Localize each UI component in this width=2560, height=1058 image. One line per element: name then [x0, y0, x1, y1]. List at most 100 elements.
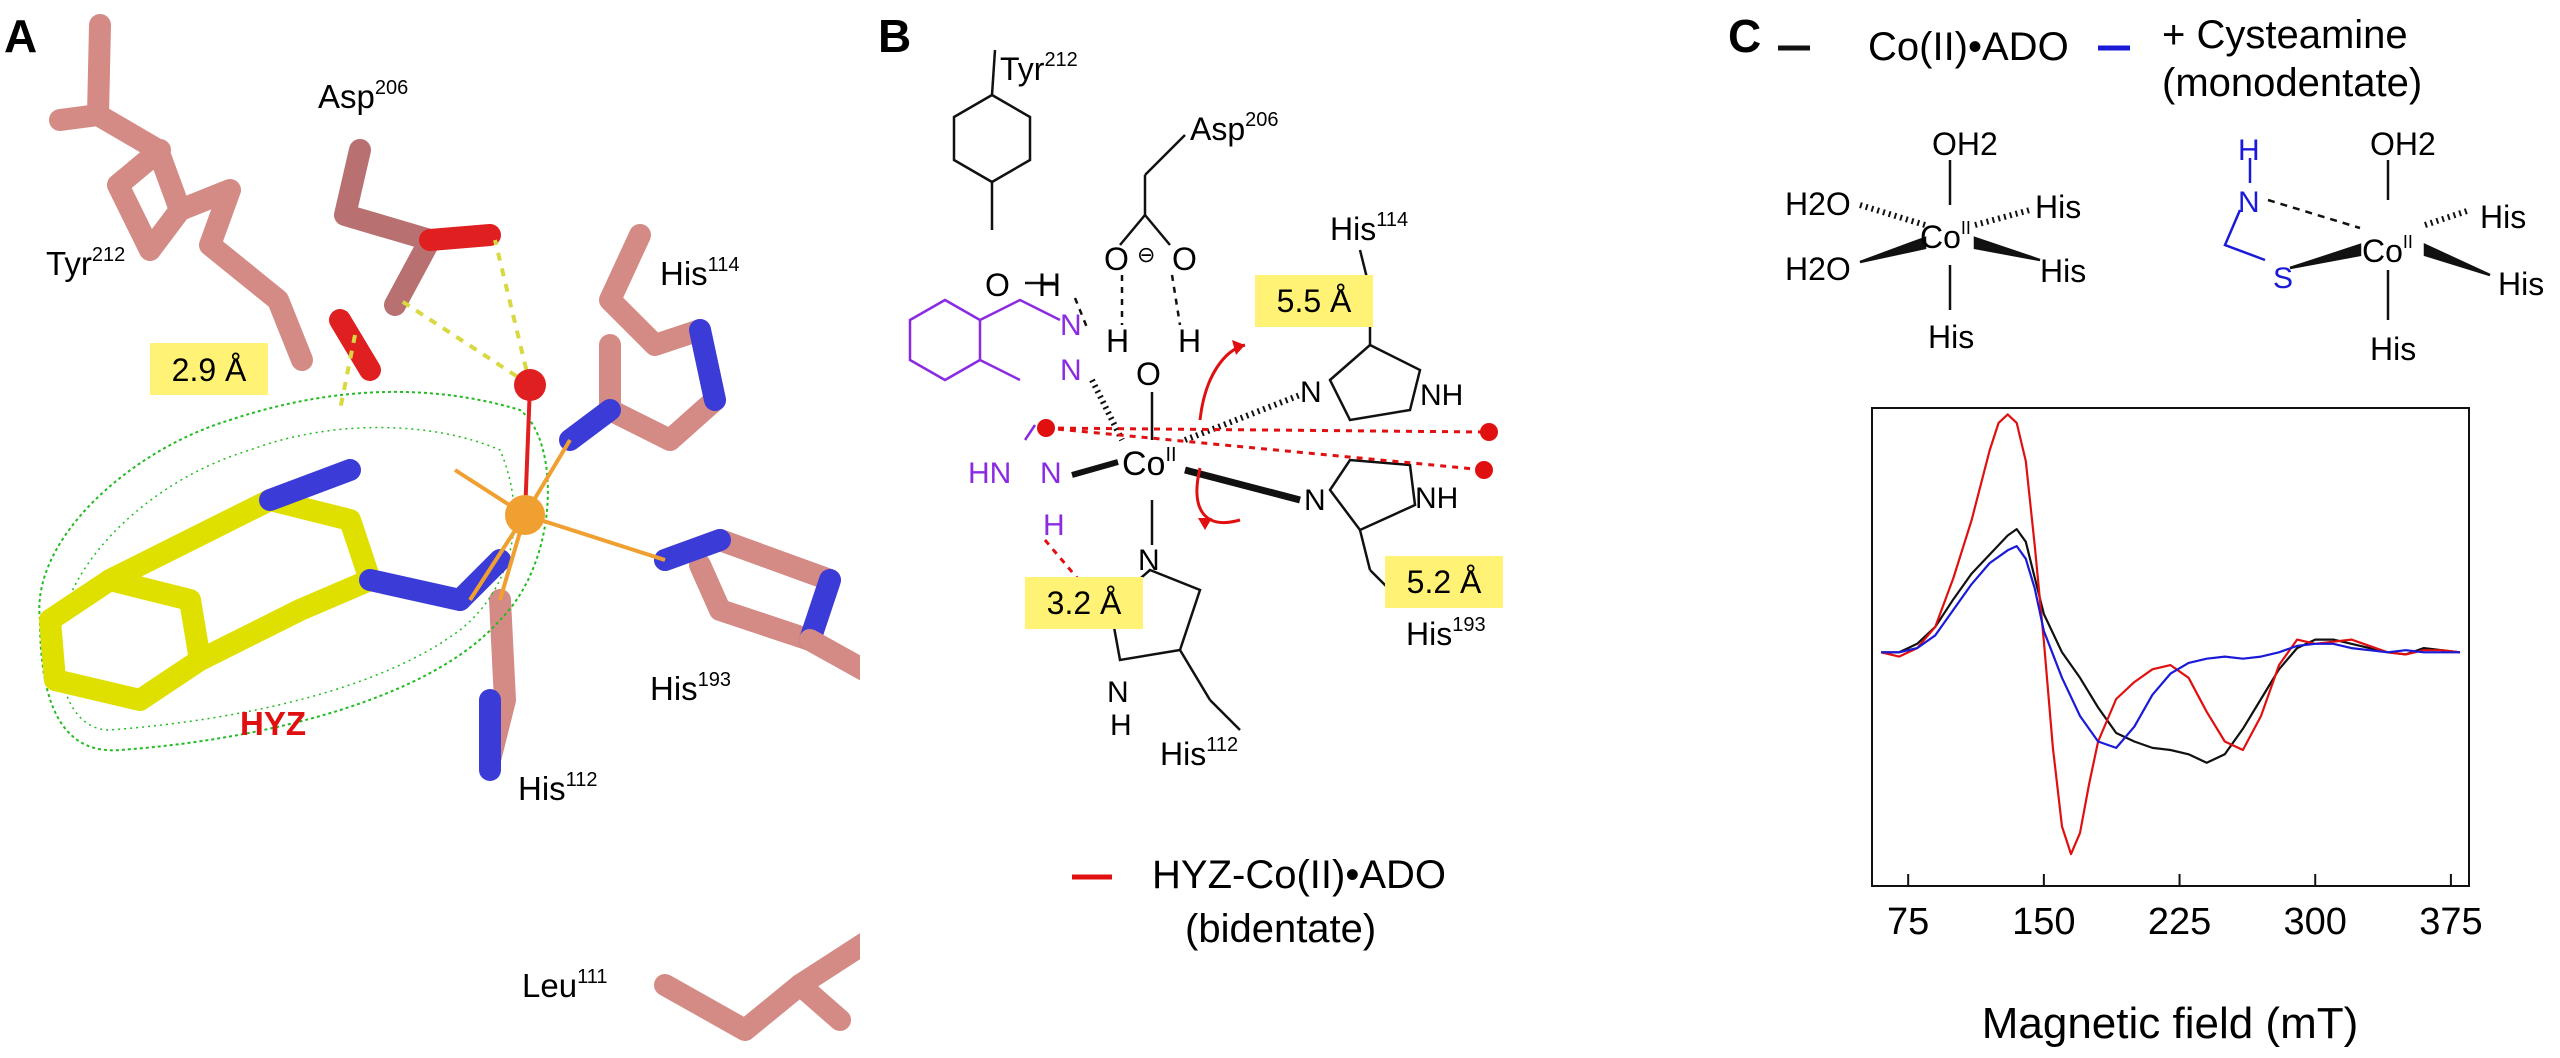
- legend-label-ado: Co(II)•ADO: [1868, 25, 2069, 69]
- distance-label-b2: 5.2 Å: [1407, 564, 1482, 600]
- label-his-114-b: His114: [1330, 209, 1408, 247]
- c2-his-r2: His: [2498, 266, 2544, 302]
- x-tick-label: 225: [2148, 901, 2211, 943]
- legend-bidentate-line2: (bidentate): [1185, 907, 1376, 951]
- hyz-ligand-sticks: [39, 459, 511, 711]
- c2-oh2: OH2: [2370, 126, 2436, 162]
- leu-111-sticks: [654, 919, 896, 1041]
- panel-letter-c: C: [1728, 10, 1761, 62]
- c1-h2o-2: H2O: [1785, 251, 1851, 287]
- asp-o1: O: [1104, 241, 1129, 277]
- c1-co: CoII: [1920, 218, 1971, 255]
- panel-letter-a: A: [4, 10, 37, 62]
- distance-box-a: [150, 343, 268, 395]
- distance-box-b1: [1255, 275, 1373, 327]
- arrow-head-2: [1198, 518, 1212, 530]
- legend-label-cysteamine: + Cysteamine: [2162, 13, 2408, 57]
- panel-c: C Co(II)•ADO + Cysteamine (monodentate) …: [1720, 0, 2560, 1053]
- cysteamine-structure: [2223, 158, 2266, 262]
- label-his-112-b: His112: [1160, 734, 1238, 772]
- his193-n: N: [1304, 484, 1326, 517]
- cobalt-ion: [505, 495, 545, 535]
- x-axis-label: Magnetic field (mT): [1982, 999, 2359, 1048]
- tyr-212-sticks: [49, 14, 381, 381]
- label-his-114: His114: [660, 254, 740, 292]
- hyz-h: H: [1043, 509, 1065, 542]
- series-line-1: [1880, 413, 2461, 856]
- label-his-112: His112: [518, 769, 598, 807]
- co-coordination-bonds: [1071, 378, 1302, 504]
- label-leu-111: Leu111: [522, 966, 607, 1004]
- cobalt-center: CoII: [1122, 444, 1177, 483]
- legend-label-monodentate: (monodentate): [2162, 61, 2422, 105]
- legend-bidentate-line1: HYZ-Co(II)•ADO: [1152, 853, 1446, 897]
- chart-series: [1880, 413, 2461, 856]
- c2-n: N: [2238, 186, 2260, 219]
- his-112-sticks: [479, 589, 516, 781]
- distance-box-b3: [1025, 577, 1143, 629]
- hyz-structure: [908, 298, 1061, 441]
- panel-letter-b: B: [878, 10, 911, 62]
- plot-frame: [1871, 407, 2470, 887]
- asp-206-sticks: [334, 139, 501, 316]
- x-axis-ticks: 75 150 225 300 375: [1887, 874, 2483, 943]
- c1-his-r2: His: [2040, 253, 2086, 289]
- epr-c-svg: C Co(II)•ADO + Cysteamine (monodentate) …: [1728, 10, 2544, 1048]
- his193-nh: NH: [1415, 482, 1458, 515]
- his193-atom-dot: [1475, 461, 1493, 479]
- epr-chart: 75 150 225 300 375 Magnetic field (mT): [1871, 407, 2483, 1048]
- distance-label-a: 2.9 Å: [172, 352, 247, 388]
- structure-a-svg: A: [4, 10, 921, 1041]
- his-193-sticks: [654, 529, 921, 771]
- label-his-193: His193: [650, 669, 731, 707]
- series-line-2: [1881, 544, 2460, 750]
- asp-206-structure: [1119, 134, 1186, 326]
- his112-nh-n: N: [1107, 676, 1129, 709]
- c1-oh2: OH2: [1932, 126, 1998, 162]
- tyr-212-structure: [952, 49, 1090, 331]
- c2-h: H: [2238, 134, 2260, 167]
- label-hyz: HYZ: [240, 705, 306, 742]
- hyz-n1: N: [1060, 309, 1082, 342]
- label-tyr-212-b: Tyr212: [1000, 49, 1078, 87]
- water-oxygen: [514, 369, 546, 401]
- c2-co: CoII: [2362, 232, 2413, 269]
- hyz-n2: N: [1060, 354, 1082, 387]
- x-tick-label: 375: [2419, 901, 2482, 943]
- series-line-0: [1881, 527, 2461, 764]
- x-tick-label: 75: [1887, 901, 1929, 943]
- arrow-head-1: [1232, 340, 1245, 355]
- label-asp-206: Asp206: [318, 77, 408, 115]
- his112-n: N: [1138, 544, 1160, 577]
- label-asp-206-b: Asp206: [1190, 109, 1279, 147]
- label-his-193-b: His193: [1406, 614, 1486, 652]
- c2-his-r1: His: [2480, 199, 2526, 235]
- hyz-hn: HN: [968, 457, 1011, 490]
- water-h1: H: [1106, 323, 1129, 359]
- x-tick-label: 300: [2284, 901, 2347, 943]
- water-h2: H: [1178, 323, 1201, 359]
- his114-atom-dot: [1480, 423, 1498, 441]
- hyz-atom-dot: [1037, 419, 1055, 437]
- asp-o2: O: [1172, 241, 1197, 277]
- c1-his-b: His: [1928, 319, 1974, 355]
- x-tick-label: 150: [2012, 901, 2075, 943]
- his-114-sticks: [559, 224, 726, 451]
- his114-nh: NH: [1420, 379, 1463, 412]
- his114-n: N: [1300, 376, 1322, 409]
- asp-charge: ⊖: [1137, 242, 1155, 267]
- distance-dashes: [1043, 426, 1486, 606]
- complex-1-structure: [1859, 160, 2041, 310]
- distance-label-b1: 5.5 Å: [1277, 283, 1352, 319]
- c1-his-r1: His: [2035, 189, 2081, 225]
- c2-s: S: [2273, 262, 2293, 295]
- water-o: O: [1136, 356, 1161, 392]
- distance-box-b2: [1385, 556, 1503, 608]
- complex-2-structure: [2267, 160, 2491, 320]
- panel-a: A: [0, 0, 921, 1053]
- label-tyr-212: Tyr212: [46, 244, 125, 282]
- hyz-n3: N: [1040, 457, 1062, 490]
